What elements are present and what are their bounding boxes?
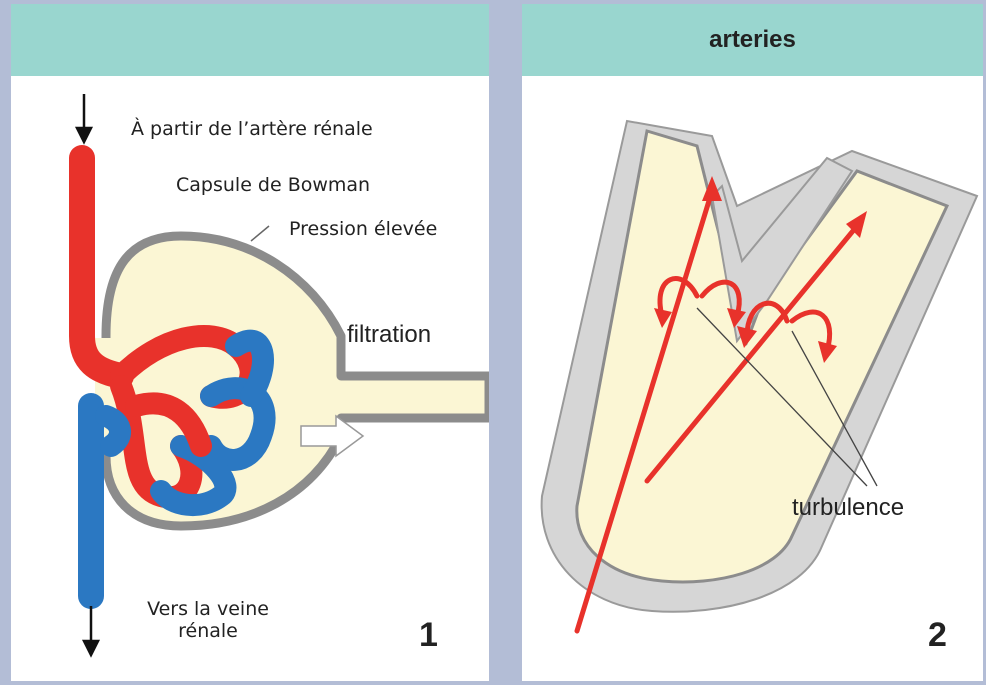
panel-arteries: arteries bbox=[522, 4, 983, 681]
label-to-vein-line2: rénale bbox=[133, 620, 283, 642]
figure-number-2: 2 bbox=[928, 616, 947, 655]
panel-1-body: À partir de l’artère rénale Capsule de B… bbox=[11, 76, 489, 681]
label-to-vein: Vers la veine rénale bbox=[133, 598, 283, 642]
panel-glomerulus: À partir de l’artère rénale Capsule de B… bbox=[11, 4, 489, 681]
figure-number-1: 1 bbox=[419, 616, 438, 655]
panel-2-body: turbulence 2 bbox=[522, 76, 983, 681]
label-turbulence: turbulence bbox=[792, 494, 904, 522]
label-bowman-capsule: Capsule de Bowman bbox=[176, 174, 370, 196]
panel-2-header: arteries bbox=[522, 4, 983, 76]
label-high-pressure: Pression élevée bbox=[289, 218, 437, 240]
label-filtration: filtration bbox=[347, 321, 431, 349]
panel-1-header bbox=[11, 4, 489, 76]
glomerulus-diagram bbox=[11, 76, 489, 681]
capsule-leader-line bbox=[251, 226, 269, 241]
label-from-artery: À partir de l’artère rénale bbox=[131, 118, 373, 140]
arteries-diagram bbox=[522, 76, 983, 681]
arrow-out-icon bbox=[84, 606, 98, 655]
arrow-in-icon bbox=[77, 94, 91, 142]
label-to-vein-line1: Vers la veine bbox=[133, 598, 283, 620]
